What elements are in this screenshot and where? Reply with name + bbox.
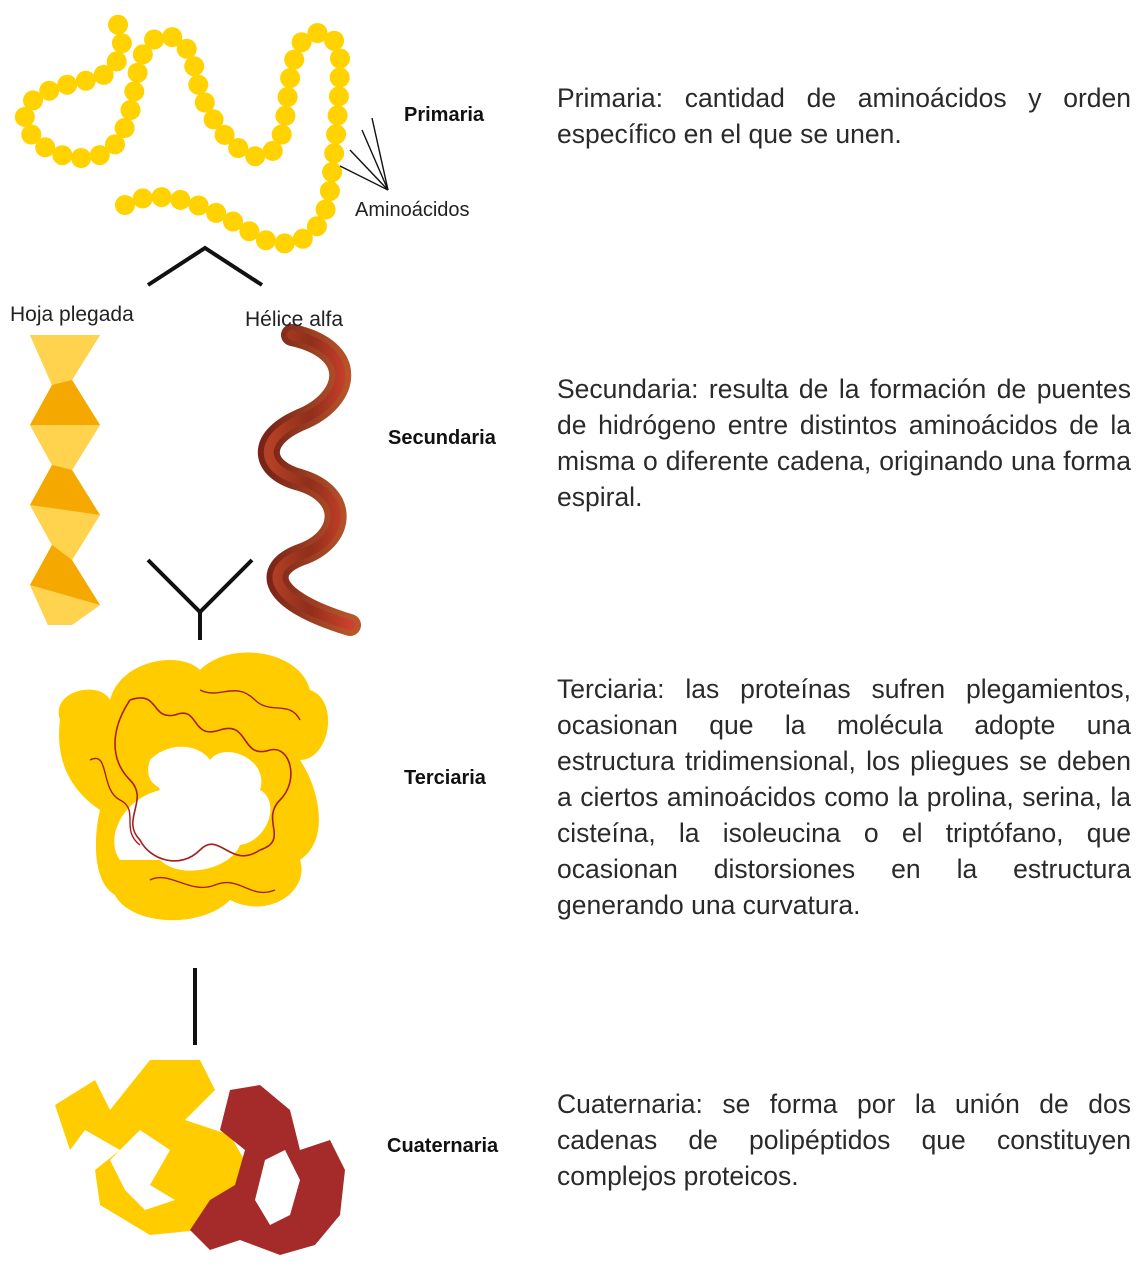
amino-acid-bead [57, 74, 78, 95]
amino-acid-bead [127, 62, 148, 83]
amino-acid-bead [275, 105, 296, 126]
amino-acid-bead [108, 14, 128, 35]
amino-acid-bead [322, 162, 343, 183]
amino-acid-bead [327, 105, 348, 126]
amino-acid-bead [306, 216, 327, 237]
amino-acid-bead [206, 202, 227, 223]
level-label-cuaternaria: Cuaternaria [387, 1135, 499, 1157]
amino-acids-label: Aminoácidos [355, 199, 470, 221]
amino-acid-bead [89, 145, 110, 166]
amino-acid-bead [319, 181, 340, 201]
description-terciaria: Terciaria: las proteínas sufren plegamie… [557, 674, 1131, 920]
amino-acid-bead [23, 90, 43, 111]
amino-acid-bead [280, 68, 301, 89]
amino-acid-bead [223, 211, 243, 232]
amino-acid-bead [315, 199, 336, 220]
level-label-primaria: Primaria [404, 104, 485, 126]
amino-acid-bead [132, 44, 153, 65]
amino-acid-bead [203, 109, 224, 130]
amino-acid-bead [14, 106, 35, 127]
amino-acid-bead [330, 48, 350, 69]
amino-acid-bead [274, 233, 295, 254]
amino-acid-bead [328, 86, 349, 107]
amino-acid-bead [277, 87, 298, 107]
amino-acid-bead [326, 124, 347, 145]
amino-acid-bead [115, 195, 135, 215]
amino-acid-bead [214, 124, 235, 145]
amino-acid-bead [75, 70, 96, 91]
amino-acid-bead [132, 188, 153, 209]
amino-acid-bead [291, 32, 312, 53]
amino-acid-chain [14, 14, 350, 254]
quaternary-complex-shape [55, 1060, 345, 1255]
amino-acid-bead [324, 143, 345, 164]
amino-acid-bead [114, 118, 135, 138]
amino-acid-bead [35, 137, 56, 158]
level-label-secundaria: Secundaria [388, 427, 496, 449]
amino-acid-bead [255, 230, 276, 251]
amino-acid-bead [106, 51, 127, 72]
branch-connector-top [146, 245, 264, 287]
alpha-helix-label: Hélice alfa [245, 308, 344, 331]
amino-acid-bead [188, 195, 209, 216]
amino-acid-bead [245, 146, 266, 167]
amino-acid-bead [21, 124, 42, 145]
amino-acid-bead [292, 228, 313, 249]
description-secundaria: Secundaria: resulta de la formación de p… [557, 374, 1131, 512]
amino-pointer-lines [339, 117, 389, 191]
amino-acid-bead [105, 134, 125, 155]
amino-acid-bead [151, 187, 172, 208]
amino-acid-bead [176, 38, 197, 59]
amino-acid-bead [194, 92, 215, 113]
level-label-terciaria: Terciaria [404, 767, 486, 789]
amino-acid-bead [329, 67, 350, 88]
amino-acid-bead [239, 221, 260, 242]
amino-acid-bead [324, 30, 345, 51]
amino-acid-bead [93, 64, 114, 85]
amino-acid-bead [284, 49, 305, 70]
merge-connector [146, 558, 254, 640]
amino-acid-bead [307, 23, 328, 43]
amino-acid-bead [262, 140, 283, 161]
amino-acid-bead [162, 27, 183, 48]
pleated-sheet-shape [30, 335, 100, 625]
amino-acid-bead [52, 145, 73, 166]
amino-acid-bead [188, 74, 209, 95]
amino-acid-bead [228, 138, 249, 158]
amino-acid-bead [184, 56, 205, 77]
amino-acid-bead [271, 124, 292, 145]
amino-acid-bead [39, 80, 60, 101]
amino-acid-bead [144, 29, 165, 50]
description-primaria: Primaria: cantidad de aminoácidos y orde… [557, 83, 1131, 149]
amino-acid-bead [170, 189, 191, 210]
alpha-helix-shape [257, 324, 361, 636]
pleated-sheet-label: Hoja plegada [10, 303, 134, 326]
amino-acid-bead [111, 33, 132, 54]
description-cuaternaria: Cuaternaria: se forma por la unión de do… [557, 1089, 1131, 1191]
tertiary-folded-shape [58, 652, 329, 921]
amino-acid-bead [71, 148, 92, 168]
amino-acid-bead [120, 100, 141, 120]
amino-acid-bead [124, 81, 145, 102]
